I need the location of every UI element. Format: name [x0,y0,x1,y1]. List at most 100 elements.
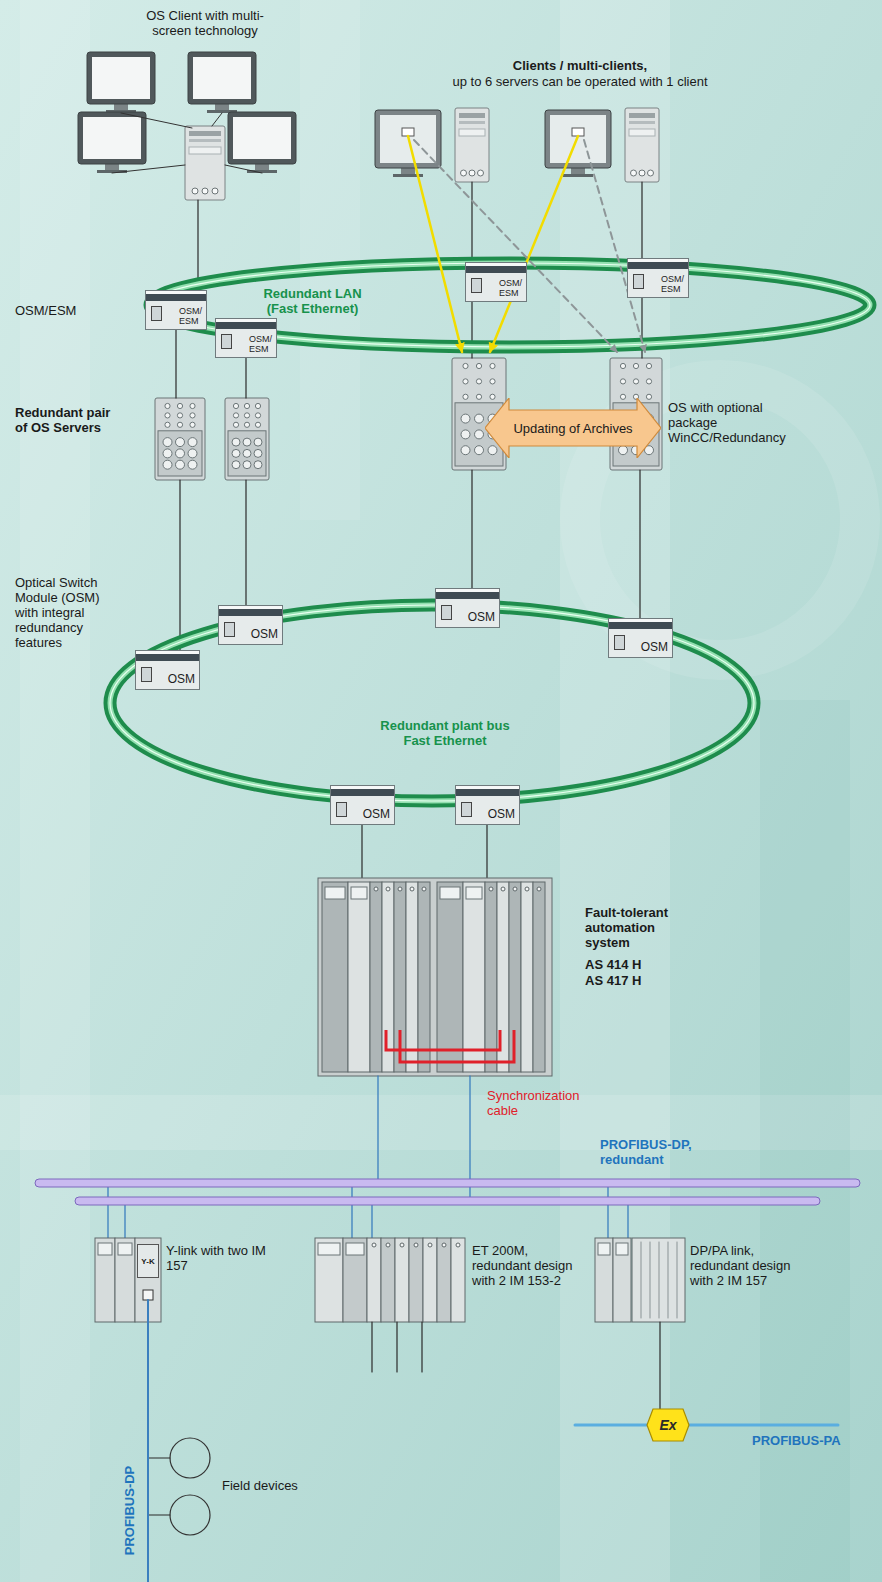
drive-slot [459,121,485,124]
module-window [325,887,345,899]
drive-slot [629,113,655,118]
module [115,1238,135,1322]
monitor-screen [83,117,141,159]
module-divider [677,1242,678,1318]
server-drive [243,438,251,446]
node-label: OSM [641,641,668,654]
optical-switch-module: OSM [608,618,673,658]
server-led [177,422,182,427]
wire [659,1322,660,1410]
server-drive [188,438,197,447]
port-icon [614,635,625,650]
node-label: OSM [468,611,495,624]
server-drive [461,430,470,439]
wire [471,182,472,262]
server-led [646,394,651,399]
module-divider [668,1242,669,1318]
ring-bus-highlight [110,605,754,801]
module-led [398,887,402,891]
sync-cable [386,1030,500,1050]
server-drive [254,461,262,469]
wire [148,1514,170,1515]
port-icon [221,334,232,349]
monitor-stand [571,168,585,174]
bus-drop [107,1187,108,1238]
bus-drop [371,1205,372,1238]
diagram-label: Synchronization cable [487,1088,607,1118]
diagram-label: ET 200M, redundant design with 2 IM 153-… [472,1243,584,1288]
module [595,1238,613,1322]
wire [396,1322,397,1372]
profibus-dp-line [147,1300,149,1582]
os-server [225,398,269,480]
node-label: OSM/ ESM [179,306,202,326]
server-led [646,379,651,384]
switch-module-box: OSM/ ESM [627,258,689,298]
module-led [422,887,426,891]
cable [121,113,192,128]
port-icon [151,306,162,321]
badge [189,147,221,154]
bus-drop [607,1187,608,1238]
diagram-label: PROFIBUS-PA [752,1433,841,1448]
node-label: OSM/ ESM [661,274,684,294]
optical-switch-module: OSM [218,605,283,645]
monitor-stand [114,104,128,110]
module-led [386,887,390,891]
diagram-label: Field devices [222,1478,298,1493]
ex-symbol: Ex [646,1408,690,1442]
server-led [490,379,495,384]
monitor-screen [233,117,291,159]
server-drive [488,446,497,455]
monitor-screen [193,57,251,99]
wire [179,480,180,650]
server-led [463,379,468,384]
module-window [346,1243,364,1255]
server-led [190,422,195,427]
monitor-screen [92,57,150,99]
os-server [155,398,205,480]
server-drive [176,449,185,458]
server-led [255,413,260,418]
port-icon [224,622,235,637]
access-arrow [490,136,578,352]
node-label: Updating of Archives [513,421,632,436]
wire [245,480,246,605]
server-drive [188,460,197,469]
module [463,882,485,1072]
diagram-label: Y-link with two IM 157 [166,1243,276,1273]
server-led [233,403,238,408]
module-window [466,887,482,899]
server-drive [254,449,262,457]
switch-module-box: OSM/ ESM [465,262,527,302]
diagram-label: AS 417 H [585,973,641,988]
module-led [513,887,517,891]
server-led [165,403,170,408]
module [348,882,370,1072]
port-icon [441,605,452,620]
module-led [410,887,414,891]
module [632,1238,685,1322]
monitor-frame [78,112,146,164]
diagram-label: Redundant plant bus Fast Ethernet [370,718,520,748]
port-icon [461,802,472,817]
server-led [620,363,625,368]
module-divider [641,1242,642,1318]
server-drive [619,446,628,455]
wire [197,200,198,290]
server-drive [461,414,470,423]
module [409,1238,423,1322]
field-device [170,1495,210,1535]
server-led [646,363,651,368]
module-led [386,1243,390,1247]
connector [143,1290,153,1300]
wire [175,330,176,398]
module-divider [659,1242,660,1318]
server-led [620,379,625,384]
node-label: OSM [363,808,390,821]
cable [212,113,222,126]
server-led [177,403,182,408]
diagram-label: OS with optional package WinCC/Redundanc… [668,400,793,445]
monitor-stand [401,168,415,174]
